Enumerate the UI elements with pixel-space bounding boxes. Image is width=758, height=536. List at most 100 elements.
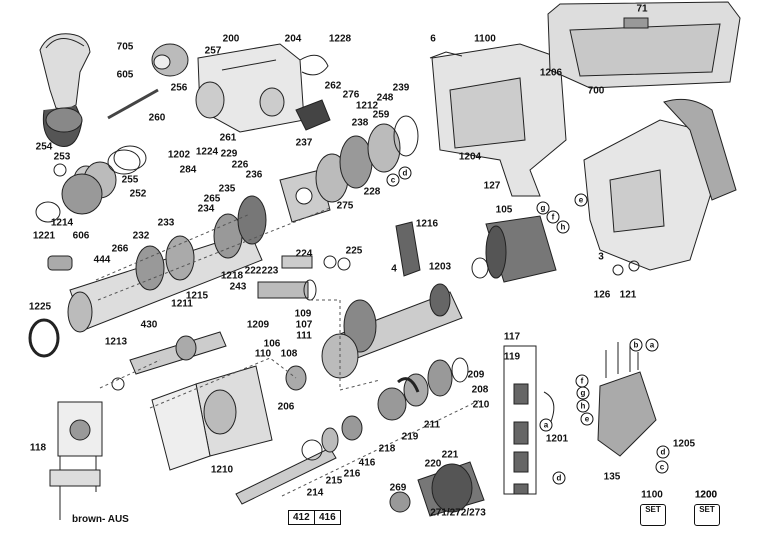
part-label-223: 223 <box>261 265 279 277</box>
part-label-1203: 1203 <box>428 261 452 273</box>
shaft-222-drawing <box>257 279 317 301</box>
part-label-228: 228 <box>363 186 381 198</box>
part-label-1215: 1215 <box>185 290 209 302</box>
side-handle-drawing <box>39 33 91 147</box>
part-label-106: 106 <box>263 338 281 350</box>
wire-marker-c: c <box>386 173 400 187</box>
striker-drawing <box>61 173 103 215</box>
ring-1214-drawing <box>35 201 61 223</box>
part-label-210: 210 <box>472 399 490 411</box>
motor-housing-right-drawing <box>583 98 737 271</box>
part-label-1201: 1201 <box>545 433 569 445</box>
part-label-1202: 1202 <box>167 149 191 161</box>
part-label-111: 111 <box>296 330 312 342</box>
part-label-238: 238 <box>351 117 369 129</box>
part-label-1212: 1212 <box>355 100 379 112</box>
part-label-109: 109 <box>294 308 312 320</box>
part-label-6: 6 <box>430 33 436 45</box>
part-label-1221: 1221 <box>32 230 56 242</box>
set-badge-1100: SET <box>640 504 666 526</box>
part-label-255: 255 <box>121 174 139 186</box>
bearing-1203-drawing <box>471 257 489 279</box>
part-label-119: 119 <box>503 351 521 363</box>
part-label-71: 71 <box>636 3 648 15</box>
part-label-248: 248 <box>376 92 394 104</box>
shaft-430-drawing <box>111 331 227 391</box>
lever-237-drawing <box>295 99 331 131</box>
part-label-1206: 1206 <box>539 67 563 79</box>
screws-drawing <box>612 260 640 276</box>
switch-wires-drawing <box>503 345 555 495</box>
part-label-256: 256 <box>170 82 188 94</box>
part-label-265: 265 <box>203 193 221 205</box>
wire-marker-e: e <box>580 412 594 426</box>
wire-marker-a: a <box>645 338 659 352</box>
gearbox-cover-drawing <box>151 365 273 471</box>
part-label-215: 215 <box>325 475 343 487</box>
part-label-1204: 1204 <box>458 151 482 163</box>
part-label-1211: 1211 <box>171 298 193 310</box>
part-label-254: 254 <box>35 141 53 153</box>
part-label-117: 117 <box>503 331 521 343</box>
part-label-271-272-273: 271/272/273 <box>430 507 486 519</box>
part-label-705: 705 <box>116 41 134 53</box>
wire-marker-g: g <box>576 386 590 400</box>
wire-marker-e: e <box>574 193 588 207</box>
clutch-drawing <box>389 461 485 517</box>
part-label-237: 237 <box>295 137 313 149</box>
boxed-label-412: 412 <box>288 510 315 525</box>
boxed-label-416: 416 <box>314 510 341 525</box>
part-label-1205: 1205 <box>672 438 696 450</box>
part-label-416: 416 <box>358 457 376 469</box>
part-label-266: 266 <box>111 243 129 255</box>
shaft-214-drawing <box>235 415 363 505</box>
part-label-222: 222 <box>244 265 262 277</box>
wire-marker-h: h <box>576 399 590 413</box>
part-label-105: 105 <box>495 204 513 216</box>
gear-stack-drawing <box>315 115 419 203</box>
clip-drawing <box>299 54 329 76</box>
part-label-239: 239 <box>392 82 410 94</box>
part-label-229: 229 <box>220 148 238 160</box>
part-label-233: 233 <box>157 217 175 229</box>
part-label-235: 235 <box>218 183 236 195</box>
part-label-200: 200 <box>222 33 240 45</box>
part-label-700: 700 <box>587 85 605 97</box>
part-label-1224: 1224 <box>195 146 219 158</box>
part-label-1216: 1216 <box>415 218 439 230</box>
part-label-208: 208 <box>471 384 489 396</box>
part-label-110: 110 <box>254 348 272 360</box>
part-label-1228: 1228 <box>328 33 352 45</box>
part-label-209: 209 <box>467 369 485 381</box>
rod-drawing <box>107 88 159 120</box>
part-label-225: 225 <box>345 245 363 257</box>
part-label-276: 276 <box>342 89 360 101</box>
part-label-214: 214 <box>306 487 324 499</box>
set-badge-1200: SET <box>694 504 720 526</box>
wire-marker-g: g <box>536 201 550 215</box>
part-label-126: 126 <box>593 289 611 301</box>
wire-marker-c: c <box>655 460 669 474</box>
spindle-assembly-drawing <box>67 195 267 333</box>
part-label-236: 236 <box>245 169 263 181</box>
part-label-253: 253 <box>53 151 71 163</box>
inset-118-drawing <box>49 401 103 520</box>
part-label-108: 108 <box>280 348 298 360</box>
part-label-1213: 1213 <box>104 336 128 348</box>
set-badge-text: SET <box>645 505 661 514</box>
wire-marker-d: d <box>656 445 670 459</box>
wire-marker-d: d <box>552 471 566 485</box>
part-label-444: 444 <box>93 254 111 266</box>
part-label-243: 243 <box>229 281 247 293</box>
part-label-219: 219 <box>401 431 419 443</box>
wire-marker-a: a <box>539 418 553 432</box>
part-label-218: 218 <box>378 443 396 455</box>
part-label-221: 221 <box>441 449 459 461</box>
part-label-259: 259 <box>372 109 390 121</box>
pins-drawing <box>281 255 351 271</box>
wire-marker-h: h <box>556 220 570 234</box>
brush-holder-drawing <box>395 221 421 277</box>
gear-housing-drawing <box>195 43 305 133</box>
